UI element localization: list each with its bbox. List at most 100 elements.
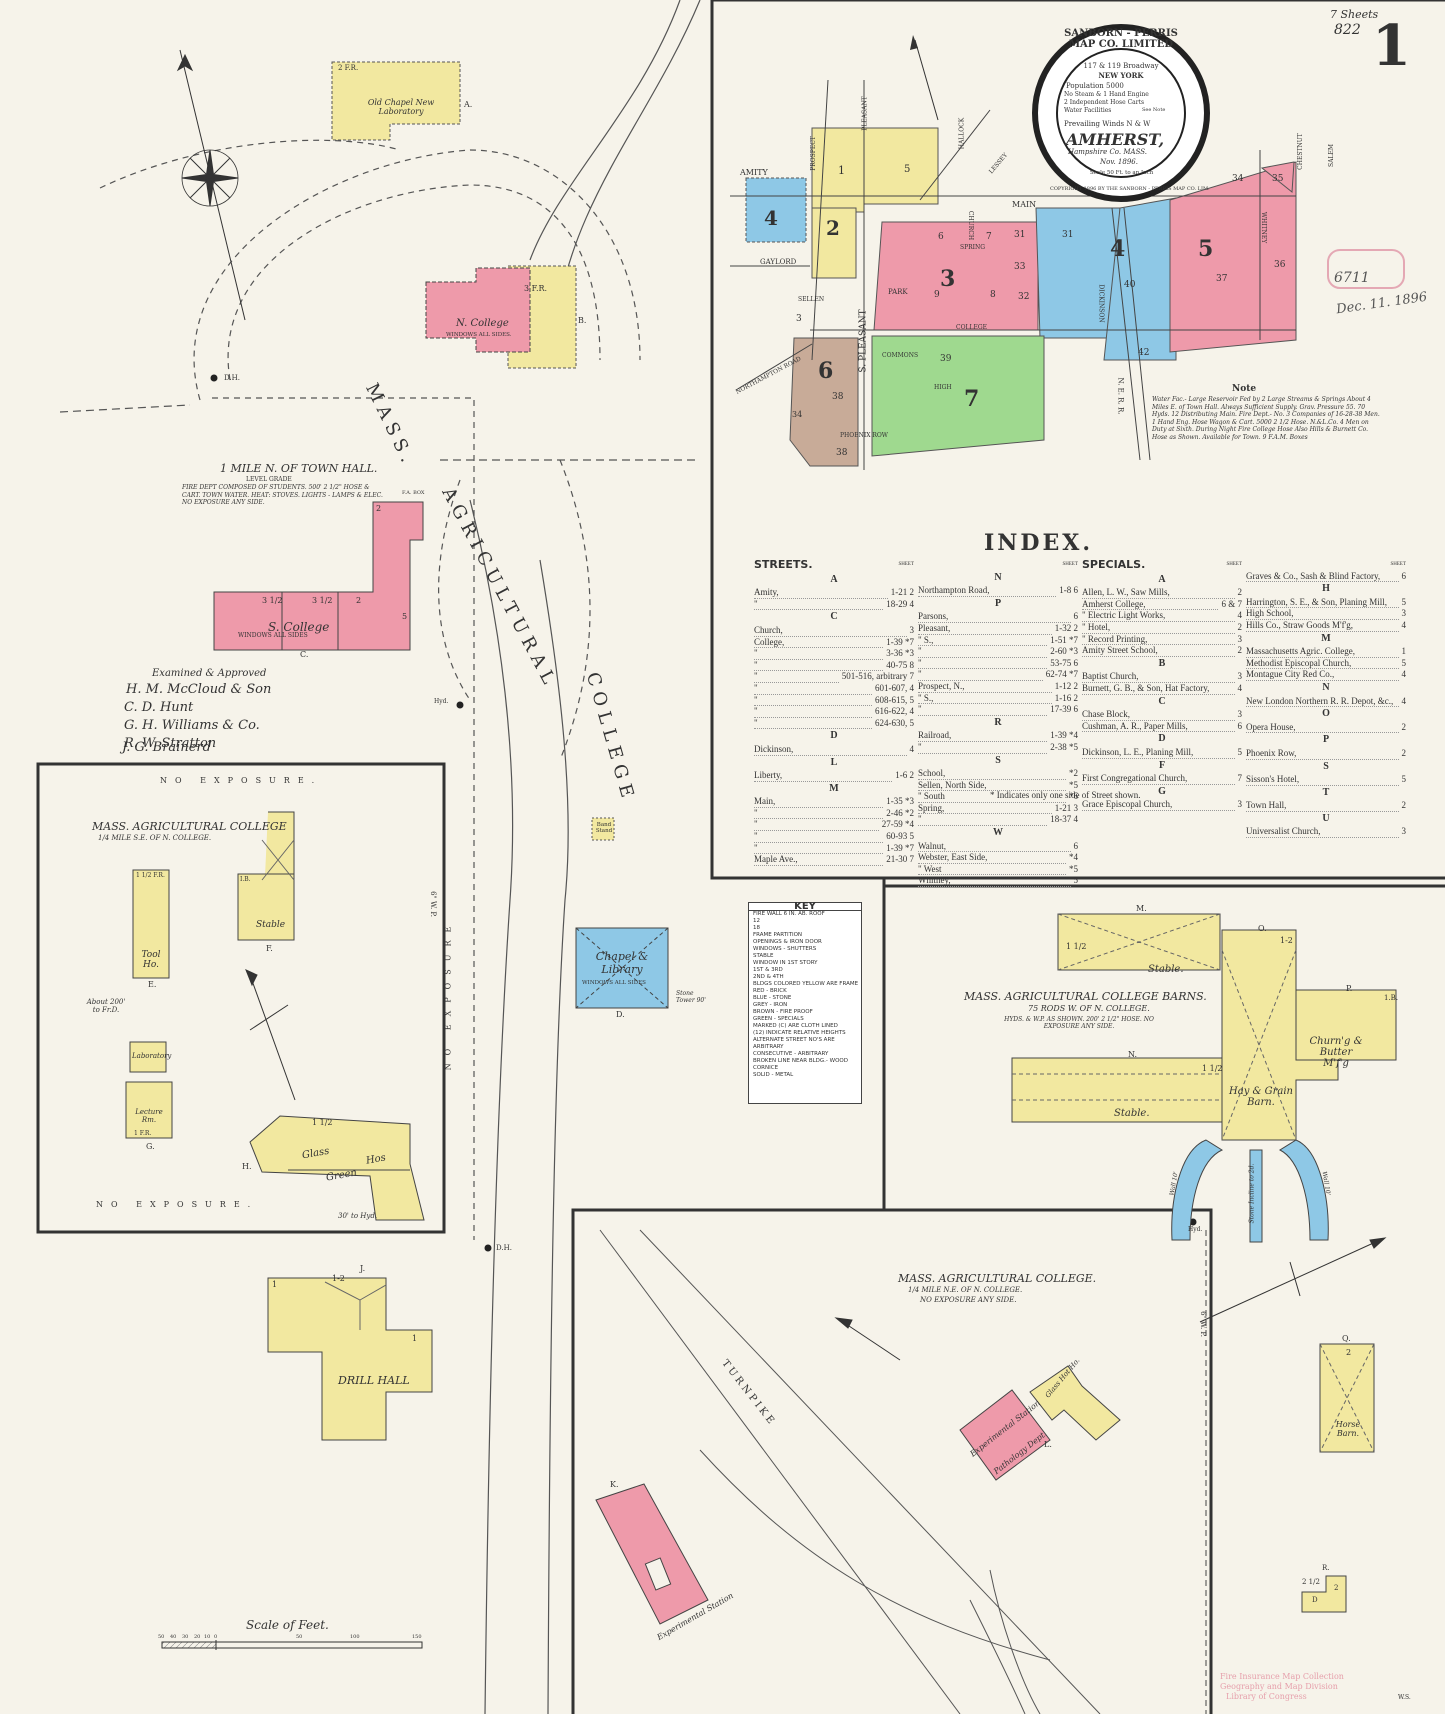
index-entry-sheet: 40-75 8 [886, 659, 914, 670]
index-entry: "62-74 *7 [918, 669, 1078, 681]
index-header: STREETS. [754, 560, 813, 571]
block-num-31b: 31 [1062, 230, 1074, 240]
inset-se-title: MASS. AGRICULTURAL COLLEGE [92, 820, 287, 833]
index-entry-sheet: 7 [1237, 773, 1243, 784]
index-letter: P [1322, 734, 1330, 746]
barn-buildings[interactable] [1011, 913, 1397, 1613]
street-prospect: PROSPECT [809, 136, 817, 171]
drill-hall-building[interactable] [267, 1277, 433, 1441]
index-entry-sheet: 60-93 5 [886, 831, 914, 842]
section-6: 6 [818, 358, 834, 384]
index-entry: Methodist Episcopal Church,5 [1246, 658, 1406, 670]
experimental-station-buildings[interactable] [595, 1365, 1121, 1625]
index-letter: U [1322, 812, 1330, 824]
map-number: 822 [1334, 22, 1361, 38]
key-row: 2ND & 4TH [753, 974, 784, 980]
index-sheet-header: SHEET [1390, 562, 1406, 567]
signature-2: C. D. Hunt [124, 700, 194, 715]
old-chapel-building[interactable] [331, 61, 461, 141]
index-entry: "17-39 6 [918, 704, 1078, 716]
barn-water-pipe: 6" W. P. [1198, 1311, 1207, 1337]
index-entry: Massachusetts Agric. College,1 [1246, 646, 1406, 658]
index-entry-name: Walnut, [918, 841, 1071, 853]
index-entry-sheet: 501-516, arbitrary 7 [841, 671, 914, 682]
index-entry-name: Montague City Red Co., [1246, 669, 1399, 681]
index-sheet-header: SHEET [1226, 562, 1242, 567]
seal-ring [1032, 24, 1210, 202]
inset-se-buildings[interactable] [125, 811, 425, 1221]
index-entry-name: " [754, 648, 884, 660]
index-letter: D [1158, 733, 1166, 745]
key-row: (12) INDICATE RELATIVE HEIGHTS [753, 1030, 846, 1036]
index-entry: Harrington, S. E., & Son, Planing Mill,5 [1246, 597, 1406, 609]
band-stand-building[interactable] [591, 817, 615, 841]
index-entry-name: " [754, 695, 872, 707]
index-entry: Town Hall,2 [1246, 800, 1406, 812]
fa-box: F.A. BOX [402, 490, 425, 496]
index-entry: Webster, East Side,*4 [918, 852, 1078, 864]
street-park: PARK [888, 288, 908, 296]
index-letter: G [1158, 785, 1166, 797]
s-college-building[interactable] [213, 501, 424, 651]
index-entry-sheet: 4 [1401, 619, 1407, 630]
index-entry: College,1-39 *7 [754, 637, 914, 649]
block-num-9: 9 [934, 290, 940, 300]
index-entry-name: Massachusetts Agric. College, [1246, 646, 1399, 658]
index-entry-name: Sisson's Hotel, [1246, 774, 1399, 786]
n-college-building[interactable] [425, 265, 577, 369]
section-1-label: 1 [838, 164, 845, 177]
key-row: SOLID - METAL [753, 1072, 794, 1078]
index-entry-name: " S., [918, 693, 1052, 705]
index-entry-sheet: *2 [1069, 768, 1078, 779]
index-entry: Whitney,5 [918, 875, 1078, 888]
stable-bottom-label: Stable. [1114, 1108, 1150, 1119]
key-row: CONSECUTIVE - ARBITRARY [753, 1051, 829, 1057]
chapel-windows: WINDOWS ALL SIDES [582, 980, 646, 986]
index-entry-name: " S., [918, 635, 1048, 647]
key-title: KEY [749, 902, 861, 912]
index-entry-name: Methodist Episcopal Church, [1246, 658, 1399, 670]
index-letter: A [1158, 573, 1166, 585]
churning-label: Churn'g & Butter M'f'g [1309, 1036, 1363, 1069]
index-entry-sheet: 6 [1401, 570, 1407, 581]
key-row: 1ST & 3RD [753, 967, 783, 973]
drill-hall-letter: J. [360, 1264, 366, 1273]
block-num-5: 5 [904, 164, 911, 175]
index-entry: Sellen, North Side,*5 [918, 780, 1078, 792]
street-gaylord: GAYLORD [760, 258, 797, 266]
chapel-library-building[interactable] [575, 927, 669, 1009]
seal-engines: No Steam & 1 Hand Engine [1064, 91, 1149, 98]
n-college-windows: WINDOWS ALL SIDES. [446, 332, 512, 338]
index-sheet-header: SHEET [1062, 562, 1078, 567]
scale-tick-2: 40 [170, 1634, 177, 1640]
s-college-label: S. College [268, 620, 330, 634]
index-entry-name: " [918, 704, 1048, 716]
index-entry: Church,3 [754, 625, 914, 637]
index-title: INDEX. [984, 530, 1093, 556]
street-s-pleasant: S. PLEASANT [858, 309, 869, 373]
index-entry-sheet: 1-16 2 [1054, 692, 1078, 703]
index-entry: Amherst College,6 & 7 [1082, 599, 1242, 611]
index-entry: "501-516, arbitrary 7 [754, 671, 914, 683]
index-entry: "40-75 8 [754, 660, 914, 672]
index-entry: Baptist Church,3 [1082, 671, 1242, 683]
index-entry-name: " [754, 819, 879, 832]
index-entry-name: New London Northern R. R. Depot, &c., [1246, 696, 1399, 708]
index-entry: "1-39 *7 [754, 843, 914, 855]
index-letter: N [994, 571, 1002, 583]
street-church: CHURCH [967, 210, 975, 241]
signature-1: H. M. McCloud & Son [126, 682, 272, 697]
inset-se-no-exp-top: NO EXPOSURE. [160, 776, 323, 785]
block-num-35: 35 [1272, 174, 1284, 184]
index-entry: Pleasant,1-32 2 [918, 623, 1078, 635]
block-num-7: 7 [986, 232, 992, 242]
index-entry-sheet: 18-37 4 [1050, 814, 1078, 825]
n-college-fr: 3 F.R. [524, 284, 548, 293]
block-num-31a: 31 [1014, 230, 1026, 240]
block-num-34: 34 [1232, 174, 1244, 184]
index-entry-name: Spring, [918, 803, 1052, 815]
index-letter: B [1158, 657, 1166, 669]
index-entry: Sisson's Hotel,5 [1246, 774, 1406, 786]
